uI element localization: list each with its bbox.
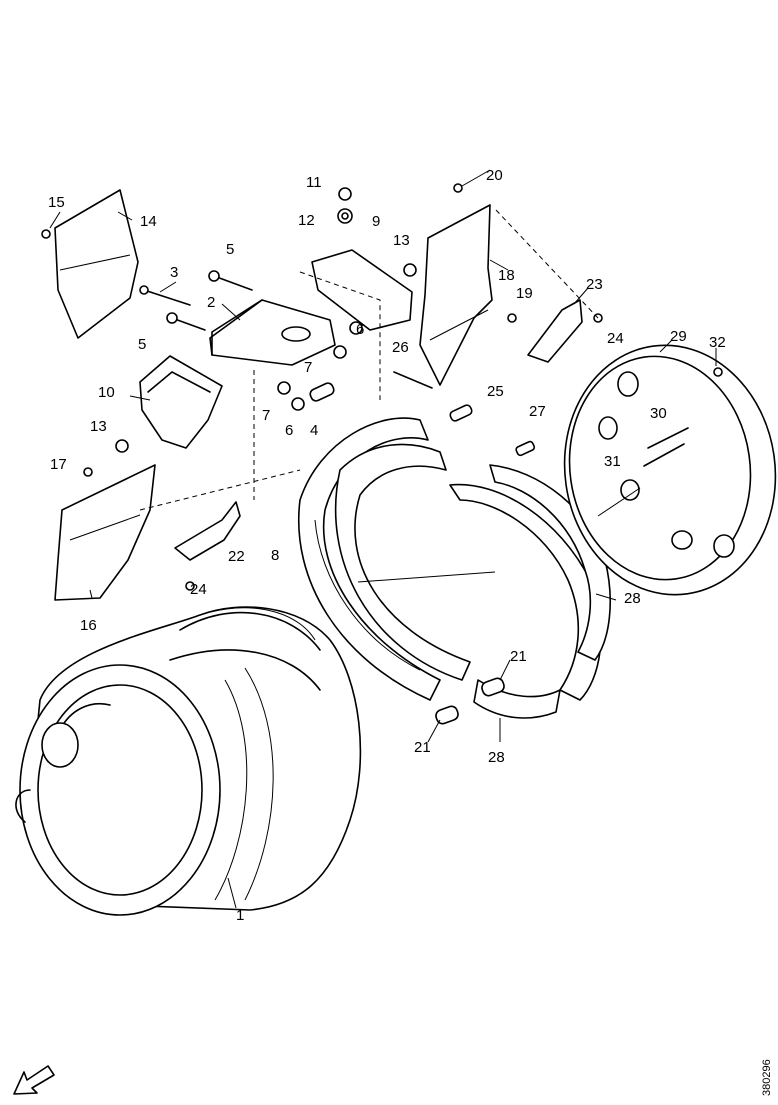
callout-label: 19 — [516, 285, 533, 302]
callout-label: 16 — [80, 617, 97, 634]
brake-shoe-left — [298, 417, 471, 701]
part-29-cover-plate — [563, 344, 777, 596]
callout-label: 26 — [392, 339, 409, 356]
part-14-shield — [54, 189, 139, 339]
callout-label: 13 — [393, 232, 410, 249]
callout-label: 20 — [486, 167, 503, 184]
callout-label: 18 — [498, 267, 515, 284]
callout-label: 30 — [650, 405, 667, 422]
callout-label: 21 — [414, 739, 431, 756]
callout-label: 1 — [236, 907, 244, 924]
part-22-retainer — [174, 501, 241, 561]
callout-label: 31 — [604, 453, 621, 470]
callout-label: 13 — [90, 418, 107, 435]
callout-label: 9 — [372, 213, 380, 230]
fasteners — [41, 183, 723, 725]
callout-label: 24 — [190, 581, 207, 598]
part-2-bracket — [209, 299, 336, 366]
callout-label: 21 — [510, 648, 527, 665]
callout-label: 4 — [310, 422, 318, 439]
callout-label: 29 — [670, 328, 687, 345]
callout-label: 11 — [306, 174, 322, 191]
assembly-lines — [139, 209, 641, 583]
arrow-down-left-icon — [13, 1065, 55, 1095]
callout-label: 22 — [228, 548, 245, 565]
callout-label: 7 — [262, 407, 270, 424]
callout-label: 2 — [207, 294, 215, 311]
part-10-mounting-block — [139, 355, 223, 449]
part-23-retainer — [527, 299, 583, 363]
callout-label: 23 — [586, 276, 603, 293]
callout-label: 6 — [285, 422, 293, 439]
callout-label: 24 — [607, 330, 624, 347]
leader-lines — [49, 169, 717, 909]
callout-label: 5 — [226, 241, 234, 258]
callout-label: 28 — [624, 590, 641, 607]
part-18-shield — [419, 204, 493, 386]
drawing-number: 380296 — [761, 1059, 773, 1096]
callout-label: 5 — [138, 336, 146, 353]
callout-labels: 1 2 3 4 5 5 6 6 7 7 8 9 10 11 12 13 13 1… — [48, 167, 726, 924]
callout-label: 7 — [304, 359, 312, 376]
part-9-bracket — [299, 249, 413, 400]
callout-label: 12 — [298, 212, 315, 229]
callout-label: 28 — [488, 749, 505, 766]
part-1-brake-drum — [15, 606, 362, 916]
callout-label: 32 — [709, 334, 726, 351]
callout-label: 25 — [487, 383, 504, 400]
callout-label: 17 — [50, 456, 67, 473]
callout-label: 6 — [356, 321, 364, 338]
callout-label: 3 — [170, 264, 178, 281]
callout-label: 8 — [271, 547, 279, 564]
part-16-shield — [54, 464, 156, 601]
callout-label: 15 — [48, 194, 65, 211]
callout-label: 10 — [98, 384, 115, 401]
callout-label: 27 — [529, 403, 546, 420]
callout-label: 14 — [140, 213, 157, 230]
